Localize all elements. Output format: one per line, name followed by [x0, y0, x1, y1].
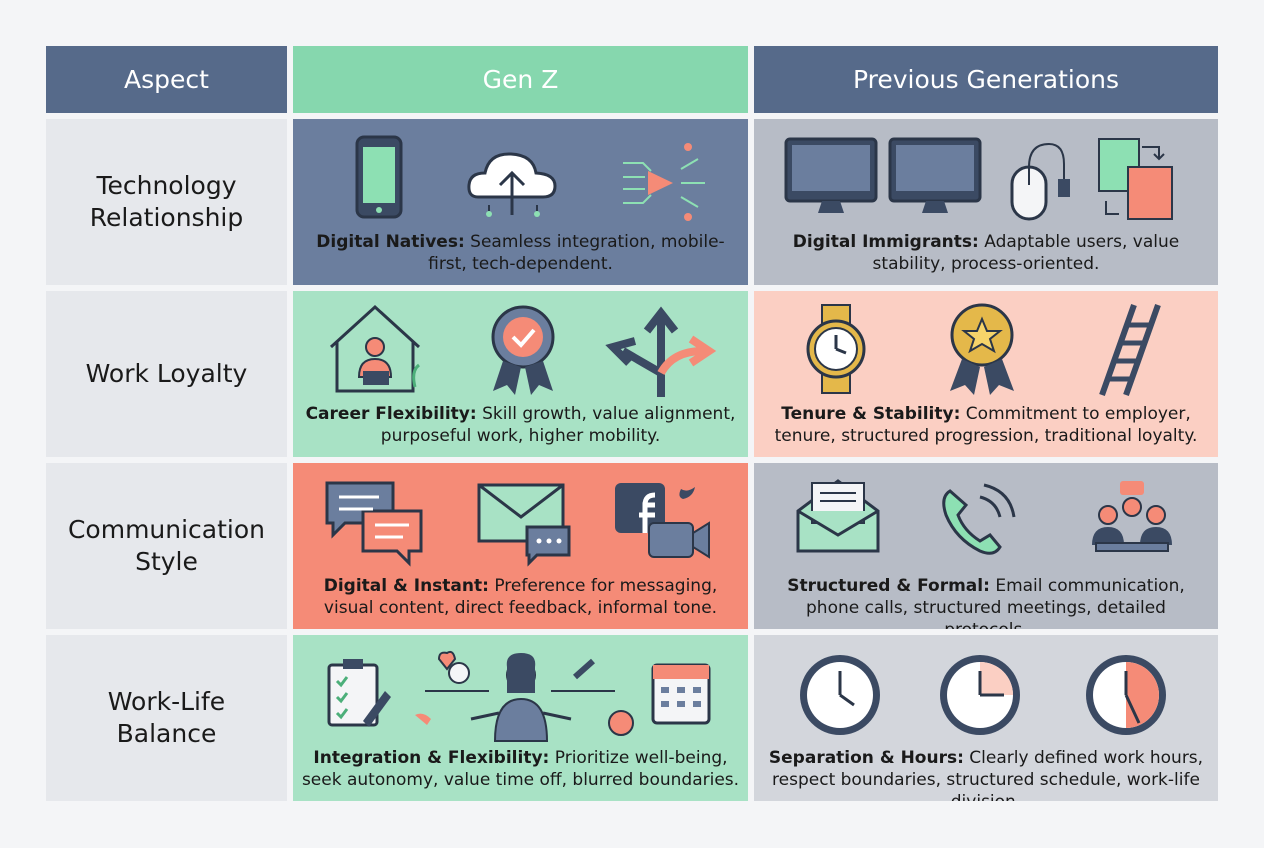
desc-text: Clearly defined work hours, respect boun… [772, 748, 1204, 801]
genz-worklife-icons [327, 650, 711, 742]
genz-worklife-cell: Integration & Flexibility: Prioritize we… [293, 635, 748, 801]
file-transfer-icon [1098, 138, 1173, 220]
ladder-icon [1099, 303, 1161, 397]
aspect-line: Communication [67, 515, 266, 544]
chat-bubbles-icon [325, 481, 423, 567]
ai-chip-play-icon [623, 143, 705, 221]
clock-half-icon [1086, 655, 1166, 735]
desc-text: Preference for messaging, visual content… [323, 576, 718, 618]
cloud-upload-icon [467, 152, 557, 217]
header-previous-label: Previous Generations [852, 65, 1120, 94]
phone-call-icon [942, 483, 1016, 555]
aspect-line: Work-Life [107, 687, 226, 716]
diverging-arrows-icon [605, 306, 717, 397]
genz-loyalty-cell: Career Flexibility: Skill growth, value … [293, 291, 748, 457]
desc-text: Prioritize well-being, seek autonomy, va… [301, 748, 740, 790]
check-badge-icon [491, 305, 555, 395]
aspect-work-loyalty: Work Loyalty [46, 291, 287, 457]
checklist-icon [327, 659, 391, 727]
dumbbell-icon [573, 658, 595, 680]
genz-communication-cell: Digital & Instant: Preference for messag… [293, 463, 748, 629]
aspect-line: Style [135, 547, 198, 576]
desc-text: Adaptable users, value stability, proces… [872, 232, 1180, 274]
previous-loyalty-icons [806, 303, 1161, 397]
clock-quarter-icon [940, 655, 1020, 735]
desc-bold: Structured & Formal: [787, 576, 990, 596]
email-chat-icon [477, 483, 571, 567]
balancing-person-icon [415, 650, 634, 742]
header-genz: Gen Z [293, 46, 748, 113]
previous-communication-icons [796, 479, 1172, 555]
previous-technology-icons [784, 137, 1173, 221]
desc-bold: Tenure & Stability: [781, 404, 961, 424]
aspect-line: Technology [96, 171, 237, 200]
desc-text: Email communication, phone calls, struct… [806, 576, 1185, 629]
header-aspect-label: Aspect [124, 65, 209, 94]
genz-loyalty-icons [329, 304, 717, 397]
previous-technology-cell: Digital Immigrants: Adaptable users, val… [754, 119, 1218, 285]
desc-bold: Separation & Hours: [768, 748, 964, 768]
desc-bold: Integration & Flexibility: [313, 748, 550, 768]
social-video-icon [615, 483, 710, 559]
previous-worklife-icons [800, 655, 1166, 735]
desc-bold: Digital Immigrants: [792, 232, 979, 252]
desc-text: Commitment to employer, tenure, structur… [774, 404, 1198, 446]
desc-bold: Digital Natives: [316, 232, 465, 252]
header-previous: Previous Generations [754, 46, 1218, 113]
calendar-icon [651, 663, 711, 725]
header-genz-label: Gen Z [482, 65, 559, 94]
open-envelope-icon [796, 479, 880, 553]
mouse-usb-icon [1010, 142, 1070, 221]
meeting-table-icon [1092, 481, 1172, 552]
desc-bold: Digital & Instant: [323, 576, 489, 596]
desktop-monitor-icon [888, 137, 982, 213]
aspect-line: Relationship [89, 203, 244, 232]
star-medal-icon [950, 303, 1014, 395]
header-aspect: Aspect [46, 46, 287, 113]
desc-text: Seamless integration, mobile-first, tech… [428, 232, 725, 274]
desc-bold: Career Flexibility: [305, 404, 477, 424]
genz-technology-cell: Digital Natives: Seamless integration, m… [293, 119, 748, 285]
desc-text: Skill growth, value alignment, purposefu… [380, 404, 736, 446]
aspect-line: Work Loyalty [85, 359, 248, 388]
previous-loyalty-cell: Tenure & Stability: Commitment to employ… [754, 291, 1218, 457]
genz-technology-icons [355, 135, 705, 221]
smartphone-icon [355, 135, 403, 219]
previous-communication-cell: Structured & Formal: Email communication… [754, 463, 1218, 629]
wristwatch-icon [806, 304, 866, 394]
remote-work-house-icon [329, 304, 421, 393]
previous-worklife-cell: Separation & Hours: Clearly defined work… [754, 635, 1218, 801]
genz-communication-icons [325, 481, 710, 567]
aspect-line: Balance [116, 719, 217, 748]
desktop-monitor-icon [784, 137, 878, 213]
clock-icon [800, 655, 880, 735]
